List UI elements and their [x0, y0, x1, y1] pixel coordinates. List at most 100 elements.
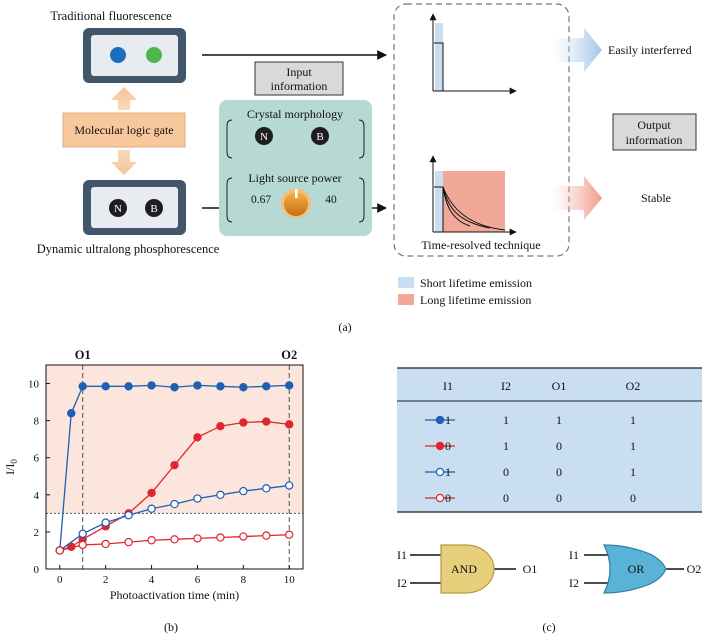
data-point: [170, 535, 179, 544]
short-emission-band: [435, 23, 443, 91]
data-point: [193, 433, 202, 442]
table-cell: 1: [445, 465, 451, 479]
table-header: O2: [626, 379, 641, 393]
legend-long-label: Long lifetime emission: [420, 293, 531, 307]
key-b-icon: [145, 199, 163, 217]
data-point: [262, 484, 271, 493]
crystal-n: N: [260, 131, 268, 143]
y-tick-label: 0: [34, 564, 40, 576]
data-point: [147, 504, 156, 513]
knob-face: [284, 192, 308, 216]
time-resolved-label: Time-resolved technique: [421, 238, 540, 252]
table-header: I1: [443, 379, 453, 393]
and-gate-icon: [440, 544, 495, 594]
data-point: [239, 418, 248, 427]
table-cell: 1: [556, 413, 562, 427]
table-cell: 1: [503, 413, 509, 427]
data-point: [124, 537, 133, 547]
dynamic-device-screen: [91, 187, 178, 228]
output-info-line1: Output: [637, 118, 671, 132]
molecular-logic-gate-label: Molecular logic gate: [74, 123, 173, 137]
input-info-line1: Input: [286, 65, 312, 79]
crystal-bracket: [226, 119, 365, 159]
data-point: [239, 383, 248, 392]
input-information-box: [254, 61, 344, 96]
table-cell: 1: [503, 439, 509, 453]
x-tick-label: 6: [195, 574, 201, 586]
table-header: O1: [552, 379, 567, 393]
data-point: [262, 382, 271, 391]
dynamic-key-b: B: [150, 203, 157, 215]
crystal-b: B: [316, 131, 323, 143]
long-emission-band: [443, 171, 505, 232]
data-point: [285, 381, 294, 390]
x-tick-label: 4: [149, 574, 155, 586]
y-axis-label-subscript: 0: [9, 459, 19, 464]
stable-label: Stable: [641, 191, 671, 205]
and-gate: AND I1 I2 O1: [397, 544, 537, 594]
power-max: 40: [325, 194, 337, 206]
input-info-line2: information: [271, 79, 328, 93]
data-point: [55, 546, 64, 555]
data-point: [285, 481, 294, 490]
y-tick-label: 8: [34, 416, 40, 428]
y-axis-label: I/I0: [3, 459, 19, 475]
data-point: [285, 530, 294, 539]
stable-arrow-icon: [553, 176, 602, 220]
traditional-device: [83, 28, 186, 83]
data-point: [170, 499, 179, 509]
marker-label-o2: O2: [281, 348, 297, 362]
or-gate: OR I1 I2 O2: [569, 544, 701, 594]
table-cell: 0: [445, 439, 451, 453]
data-point: [262, 531, 271, 540]
panel-c-label: (c): [542, 620, 555, 634]
data-point: [124, 382, 133, 391]
power-bracket: [226, 177, 365, 223]
data-point: [147, 381, 156, 390]
data-point: [285, 420, 294, 429]
table-cell: 0: [556, 465, 562, 479]
plot-frame: [45, 364, 304, 570]
data-point: [193, 494, 202, 503]
data-point: [216, 490, 225, 500]
panel-a-label: (a): [338, 320, 351, 334]
data-point: [193, 381, 202, 390]
x-axis-label: Photoactivation time (min): [110, 588, 239, 602]
traditional-fluorescence-title: Traditional fluorescence: [50, 9, 172, 23]
easily-interfered-arrow-icon: [553, 28, 602, 72]
table-cell: 0: [630, 491, 636, 505]
table-header: I2: [501, 379, 511, 393]
legend-short-label: Short lifetime emission: [420, 276, 532, 290]
knob-pointer: [295, 189, 298, 198]
time-resolved-box: [393, 3, 570, 257]
table-cell: 0: [445, 491, 451, 505]
legend-long-swatch: [398, 294, 414, 305]
table-cell: 1: [630, 465, 636, 479]
dynamic-key-n: N: [114, 203, 122, 215]
x-tick-label: 2: [103, 574, 109, 586]
and-label: AND: [451, 562, 477, 576]
and-in2-label: I2: [397, 576, 407, 590]
y-tick-label: 4: [34, 490, 40, 502]
or-in1-label: I1: [569, 548, 579, 562]
data-point: [78, 382, 87, 391]
table-background: [397, 368, 702, 512]
data-point: [147, 536, 156, 545]
down-arrow-icon: [111, 150, 137, 175]
data-point: [216, 382, 225, 391]
table-cell: 1: [630, 439, 636, 453]
table-cell: 1: [445, 413, 451, 427]
or-in2-label: I2: [569, 576, 579, 590]
easily-interfered-label: Easily interferred: [608, 43, 692, 57]
short-emission-band-2: [435, 171, 443, 232]
key-n-icon: [109, 199, 127, 217]
data-point: [170, 383, 179, 392]
crystal-morphology-label: Crystal morphology: [247, 107, 343, 121]
traditional-device-screen: [91, 35, 178, 76]
up-arrow-icon: [111, 87, 137, 110]
y-tick-label: 6: [34, 453, 40, 465]
data-point: [124, 511, 133, 520]
decay-curve-2: [442, 186, 491, 229]
